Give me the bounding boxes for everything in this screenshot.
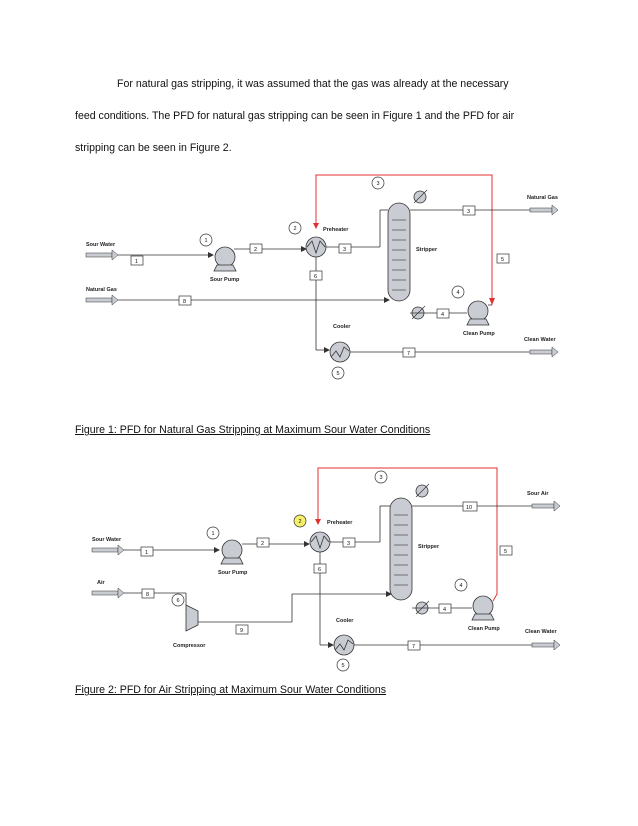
unit-4: 4 xyxy=(457,290,460,296)
figure-2-caption: Figure 2: PFD for Air Stripping at Maxim… xyxy=(75,684,387,696)
paragraph-line-1: For natural gas stripping, it was assume… xyxy=(117,78,509,90)
natural-gas-out-label: Natural Gas xyxy=(527,195,558,201)
figure-1-diagram: Sour Water Sour Pump Preheater Natural G… xyxy=(85,174,559,380)
clean-water-outlet-arrow xyxy=(529,346,559,358)
stream-6-f2: 6 xyxy=(318,567,321,573)
sour-pump-label-2: Sour Pump xyxy=(218,570,248,576)
stream-7-f2: 7 xyxy=(412,644,415,650)
intro-paragraph: For natural gas stripping, it was assume… xyxy=(75,68,575,164)
paragraph-line-2: feed conditions. The PFD for natural gas… xyxy=(75,110,515,122)
stripper-label: Stripper xyxy=(416,247,438,253)
clean-water-label: Clean Water xyxy=(524,337,556,343)
compressor xyxy=(185,604,199,632)
sour-pump-2 xyxy=(220,539,244,565)
cooler-label: Cooler xyxy=(333,324,351,330)
sour-air-outlet-arrow xyxy=(531,500,561,512)
unit-2-f2: 2 xyxy=(299,519,302,525)
cooler xyxy=(329,341,351,363)
sour-water-inlet-arrow xyxy=(85,249,119,261)
preheater-2 xyxy=(309,531,331,553)
unit-2: 2 xyxy=(294,226,297,232)
stream-10-f2: 10 xyxy=(466,505,472,511)
unit-6-f2: 6 xyxy=(177,598,180,604)
stream-7: 7 xyxy=(407,351,410,357)
figure-1-caption: Figure 1: PFD for Natural Gas Stripping … xyxy=(75,424,431,436)
unit-3-f2: 3 xyxy=(380,475,383,481)
stream-3: 3 xyxy=(343,247,346,253)
clean-pump-label: Clean Pump xyxy=(463,331,495,337)
natural-gas-inlet-arrow xyxy=(85,294,119,306)
stream-2-f2: 2 xyxy=(261,541,264,547)
stream-4-f2: 4 xyxy=(443,607,446,613)
sour-water-label-2: Sour Water xyxy=(92,537,122,543)
figure-2-diagram: Sour Water Sour Pump Preheater Air Compr… xyxy=(91,467,561,672)
clean-pump xyxy=(466,300,490,326)
paragraph-line-3: stripping can be seen in Figure 2. xyxy=(75,142,232,154)
cooler-2 xyxy=(333,634,355,656)
sour-water-label: Sour Water xyxy=(86,242,116,248)
stream-1-f2: 1 xyxy=(145,550,148,556)
reboiler-2 xyxy=(415,600,430,615)
stream-3-f2: 3 xyxy=(347,541,350,547)
unit-4-f2: 4 xyxy=(460,583,463,589)
preheater-label-2: Preheater xyxy=(327,520,353,526)
unit-5: 5 xyxy=(337,371,340,377)
clean-water-label-2: Clean Water xyxy=(525,629,557,635)
stream-3-top: 3 xyxy=(467,209,470,215)
reboiler xyxy=(411,305,426,320)
cooler-label-2: Cooler xyxy=(336,618,354,624)
unit-2-highlight xyxy=(293,514,307,528)
preheater xyxy=(305,236,327,258)
stream-1: 1 xyxy=(135,259,138,265)
air-inlet-arrow xyxy=(91,587,125,599)
natural-gas-in-label: Natural Gas xyxy=(86,287,117,293)
condenser xyxy=(413,189,428,204)
stream-4: 4 xyxy=(441,312,444,318)
natural-gas-outlet-arrow xyxy=(529,204,559,216)
stream-8-f2: 8 xyxy=(146,592,149,598)
stream-6: 6 xyxy=(314,274,317,280)
condenser-2 xyxy=(415,483,430,498)
air-label: Air xyxy=(97,580,106,586)
stream-2: 2 xyxy=(254,247,257,253)
stream-5: 5 xyxy=(501,257,504,263)
sour-pump xyxy=(213,246,237,272)
sour-pump-label: Sour Pump xyxy=(210,277,240,283)
clean-pump-2 xyxy=(471,595,495,621)
stream-5-f2: 5 xyxy=(504,549,507,555)
stripper-column xyxy=(387,202,411,302)
unit-3: 3 xyxy=(377,181,380,187)
preheater-label: Preheater xyxy=(323,227,349,233)
stripper-label-2: Stripper xyxy=(418,544,440,550)
unit-5-f2: 5 xyxy=(342,663,345,669)
unit-1: 1 xyxy=(205,238,208,244)
stream-8: 8 xyxy=(183,299,186,305)
stripper-column-2 xyxy=(389,497,413,601)
sour-air-label: Sour Air xyxy=(527,491,549,497)
clean-water-outlet-arrow-2 xyxy=(531,639,561,651)
compressor-label: Compressor xyxy=(173,643,206,649)
stream-9-f2: 9 xyxy=(240,628,243,634)
clean-pump-label-2: Clean Pump xyxy=(468,626,500,632)
unit-1-f2: 1 xyxy=(212,531,215,537)
sour-water-inlet-arrow xyxy=(91,544,125,556)
